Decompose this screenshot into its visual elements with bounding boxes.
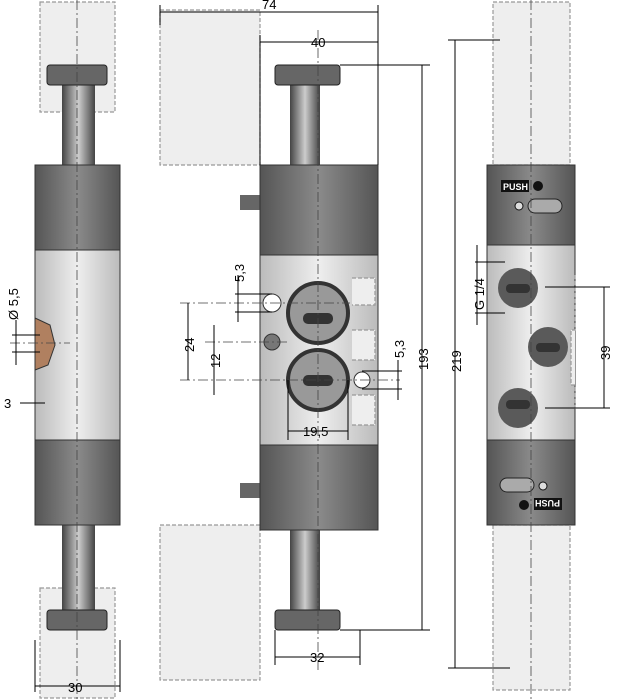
manual-override-top <box>527 198 563 214</box>
dim-port-diameter: Ø 5,5 <box>6 288 21 320</box>
solenoid-bottom <box>259 444 379 531</box>
end-view: PUSH PUSH 219 G 1/4 39 <box>448 0 613 700</box>
side-view-left: 30 3 Ø 5,5 <box>4 0 121 700</box>
screw-top <box>240 195 260 210</box>
solenoid-bottom <box>34 439 121 526</box>
solenoid-top <box>259 164 379 256</box>
dim-32: 32 <box>310 650 324 665</box>
dim-40: 40 <box>311 35 325 50</box>
connector-bottom <box>492 524 571 691</box>
push-badge-top <box>501 180 529 192</box>
stem-top <box>62 85 95 165</box>
knob-bottom <box>274 609 341 631</box>
stem-bottom <box>62 525 95 610</box>
connector-bottom <box>159 524 261 681</box>
dim-193: 193 <box>416 348 431 370</box>
knob-top <box>274 64 341 86</box>
solenoid-top <box>34 164 121 251</box>
dim-74: 74 <box>262 0 276 12</box>
dim-5-3-right: 5,3 <box>392 340 407 358</box>
dim-39: 39 <box>598 346 613 360</box>
dim-3: 3 <box>4 396 11 411</box>
connector-top <box>492 1 571 166</box>
dim-19-5: 19,5 <box>303 424 328 439</box>
push-badge-bottom <box>534 498 562 510</box>
stem-top <box>290 85 320 165</box>
dim-30: 30 <box>68 680 82 695</box>
stem-bottom <box>290 530 320 610</box>
dim-219: 219 <box>449 350 464 372</box>
dim-5-3-top: 5,3 <box>232 264 247 282</box>
dim-24: 24 <box>182 338 197 352</box>
dim-12: 12 <box>208 354 223 368</box>
manual-override-bottom <box>499 477 535 493</box>
push-label-bottom: PUSH <box>535 498 560 508</box>
port-section <box>34 317 56 371</box>
front-view: 74 40 193 32 19,5 24 12 5,3 5,3 <box>159 0 431 681</box>
connector-top <box>159 9 261 166</box>
dim-thread: G 1/4 <box>472 278 487 310</box>
screw-bottom <box>240 483 260 498</box>
push-label-top: PUSH <box>503 182 528 192</box>
